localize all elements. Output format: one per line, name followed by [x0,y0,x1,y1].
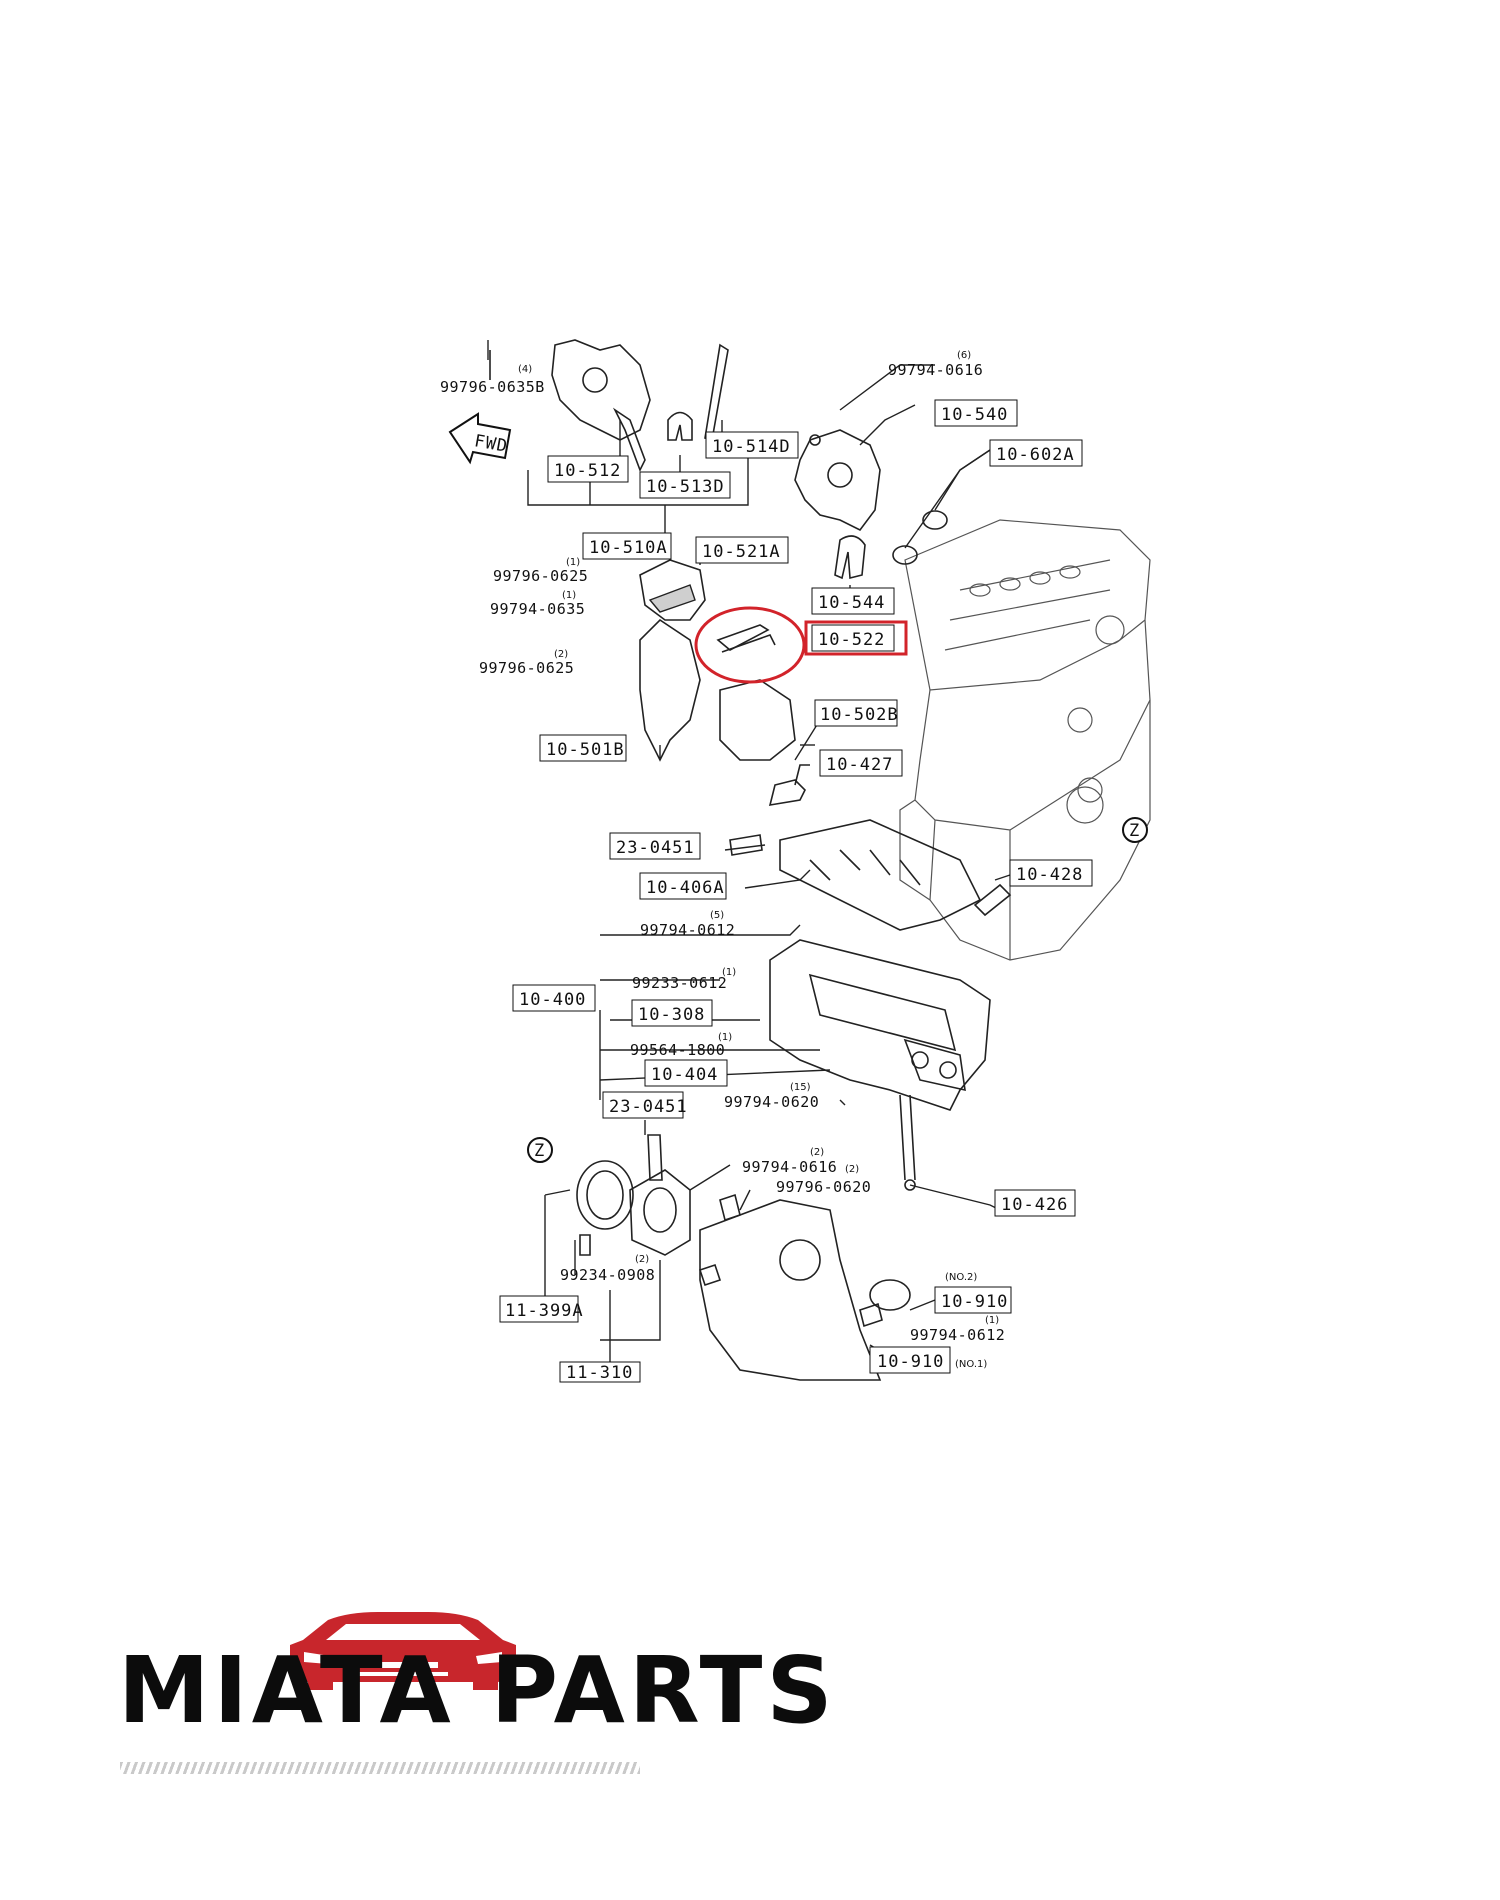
rear-oil-seal [576,1134,691,1256]
svg-text:(2): (2) [554,649,568,660]
svg-text:(5): (5) [710,910,724,921]
svg-text:(1): (1) [566,557,580,568]
svg-text:(2): (2) [635,1254,649,1265]
bolt-label-99564-1800: 99564-1800 [630,1041,725,1059]
highlight-10-522 [694,606,908,684]
part-label-10-406a: 10-406A [646,878,725,898]
svg-text:(1): (1) [985,1315,999,1326]
part-label-10-910-no2: 10-910 [941,1292,1008,1312]
bolt-label-99233-0612: 99233-0612 [632,974,727,992]
part-label-10-427: 10-427 [826,755,893,775]
part-label-10-510a: 10-510A [589,538,668,558]
part-label-10-514d: 10-514D [712,437,791,457]
part-label-10-512: 10-512 [554,461,621,481]
svg-text:(6): (6) [957,350,971,361]
part-label-10-400: 10-400 [519,990,586,1010]
part-label-10-540: 10-540 [941,405,1008,425]
svg-text:(2): (2) [845,1164,859,1175]
part-label-10-544: 10-544 [818,593,885,613]
logo-stripe [120,1762,640,1774]
bolt-label-99234-0908: 99234-0908 [560,1266,655,1284]
fwd-arrow: FWD [448,412,512,465]
oil-pan-baffle [779,819,982,931]
bolt-label-99796-0625-b: 99796-0625 [479,659,574,677]
part-label-10-404: 10-404 [651,1065,718,1085]
svg-text:(1): (1) [722,967,736,978]
part-label-23-0451-a: 23-0451 [616,838,695,858]
bolt-label-99796-0625-a: 99796-0625 [493,567,588,585]
part-label-10-502b: 10-502B [820,705,899,725]
part-label-10-426: 10-426 [1001,1195,1068,1215]
bolt-label-99794-0616: 99794-0616 [888,361,983,379]
part-label-10-521a: 10-521A [702,542,781,562]
part-labels: 10-512 10-513D 10-514D 10-510A 10-521A 1… [499,399,1093,1383]
miata-parts-logo [290,1612,516,1690]
bolt-label-99794-0616-b: 99794-0616 [742,1158,837,1176]
part-label-23-0451-b: 23-0451 [609,1097,688,1117]
leader-lines [487,340,1011,1380]
svg-text:(15): (15) [790,1082,811,1093]
ref-no1: (NO.1) [955,1359,987,1370]
part-label-10-910-no1: 10-910 [877,1352,944,1372]
part-label-11-399a: 11-399A [505,1301,584,1321]
engine-block-illustration [899,519,1151,961]
timing-belt-cover-lower [639,559,796,762]
bolt-label-99794-0620: 99794-0620 [724,1093,819,1111]
part-label-10-428: 10-428 [1016,865,1083,885]
ref-z-bottom: Z [534,1141,545,1161]
svg-text:(1): (1) [562,590,576,601]
svg-text:(4): (4) [518,364,532,375]
bolt-labels: (4) 99796-0635B (6) 99794-0616 (1) 99796… [440,350,1005,1344]
bolt-label-99794-0612-a: 99794-0612 [640,921,735,939]
bolt-label-99796-0635b: 99796-0635B [440,378,545,396]
part-label-10-602a: 10-602A [996,445,1075,465]
part-label-10-308: 10-308 [638,1005,705,1025]
car-silhouette-icon [290,1612,516,1690]
bolt-label-99796-0620: 99796-0620 [776,1178,871,1196]
part-label-11-310: 11-310 [566,1363,633,1383]
timing-belt-cover-rear [794,429,948,580]
oil-level-sensor [729,764,1012,917]
ref-z-top: Z [1129,821,1140,841]
bolt-label-99794-0635: 99794-0635 [490,600,585,618]
gasket-10-522-part [716,624,776,653]
part-label-10-522: 10-522 [818,630,885,650]
svg-text:(2): (2) [810,1147,824,1158]
end-plate [698,1193,911,1381]
part-label-10-501b: 10-501B [546,740,625,760]
reference-markers: Z Z (NO.2) (NO.1) [527,817,1148,1370]
logo-wordmark: MIATA PARTS [118,1637,837,1744]
ref-no2: (NO.2) [945,1272,977,1283]
svg-text:(1): (1) [718,1032,732,1043]
oil-pan [769,939,991,1191]
bolt-label-99794-0612-b: 99794-0612 [910,1326,1005,1344]
timing-belt-cover-upper [489,339,651,441]
part-label-10-513d: 10-513D [646,477,725,497]
